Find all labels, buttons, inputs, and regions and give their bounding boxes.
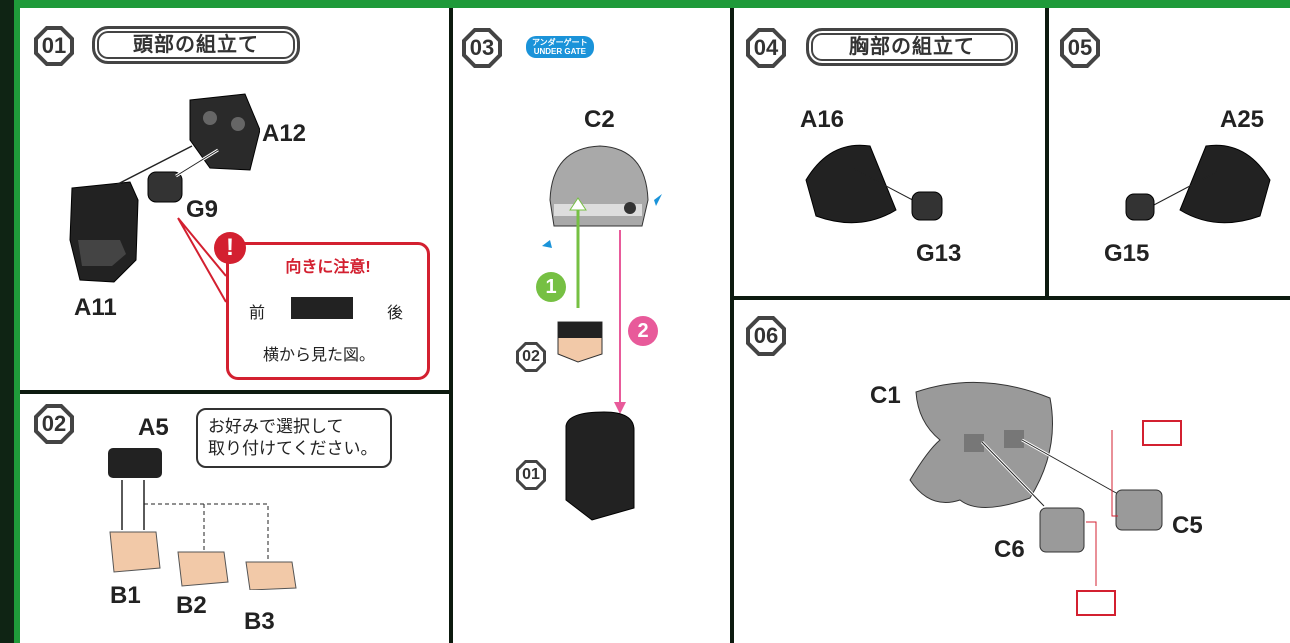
label-g13: G13 xyxy=(916,240,962,267)
label-c2: C2 xyxy=(584,106,615,133)
step01-title: 頭部の組立て xyxy=(92,26,300,64)
part-a5-shape xyxy=(108,448,162,478)
step-badge-06: 06 xyxy=(746,316,786,356)
part-c6-shape xyxy=(1039,507,1085,553)
part-g15-shape xyxy=(1125,193,1155,221)
note-pointer xyxy=(177,217,227,303)
part-b1-shape xyxy=(109,531,161,573)
label-a25: A25 xyxy=(1220,106,1265,133)
part-ref01-shape xyxy=(565,411,635,521)
label-b2: B2 xyxy=(176,592,207,619)
chest-armor-diagram xyxy=(909,381,1163,586)
note-title: 向きに注意! xyxy=(285,259,371,276)
note-front: 前 xyxy=(249,305,266,322)
step-badge-02: 02 xyxy=(34,404,74,444)
step-badge-05: 05 xyxy=(1060,28,1100,68)
orientation-note: 向きに注意! 前 後 横から見た図。 xyxy=(226,242,430,380)
step-badge-01: 01 xyxy=(34,26,74,66)
part-b3-shape xyxy=(245,561,297,590)
part-b2-shape xyxy=(177,551,229,587)
label-a16: A16 xyxy=(800,106,845,133)
head-parts-diagram xyxy=(69,93,260,283)
label-a11: A11 xyxy=(74,294,117,321)
ref-badge-02: 02 xyxy=(516,342,546,372)
bubble-line1: お好みで選択して xyxy=(208,417,344,436)
bubble-line2: 取り付けてください。 xyxy=(208,439,378,458)
visor-assembly-diagram xyxy=(542,145,662,521)
step04-title: 胸部の組立て xyxy=(806,28,1018,66)
part-a12-shape xyxy=(189,93,260,171)
step-marker-1: 1 xyxy=(536,272,566,302)
frame-left-stripe xyxy=(14,0,20,643)
label-g15: G15 xyxy=(1104,240,1150,267)
label-g9: G9 xyxy=(186,196,219,223)
note-back: 後 xyxy=(387,305,404,322)
step-badge-03: 03 xyxy=(462,28,502,68)
step-badge-04: 04 xyxy=(746,28,786,68)
label-b1: B1 xyxy=(110,582,141,609)
frame-top xyxy=(0,0,1290,8)
chest-left-diagram xyxy=(805,144,943,224)
note-caption: 横から見た図。 xyxy=(263,347,376,364)
label-c5: C5 xyxy=(1172,512,1203,539)
label-a5: A5 xyxy=(138,414,169,441)
choice-speech-bubble: お好みで選択して 取り付けてください。 xyxy=(196,408,392,468)
part-g9-shape xyxy=(147,171,183,203)
part-ref02-shape xyxy=(557,321,603,363)
label-c6: C6 xyxy=(994,536,1025,563)
part-a11-shape xyxy=(69,181,139,283)
part-c5-shape xyxy=(1115,489,1163,531)
label-a12: A12 xyxy=(262,120,307,147)
sticker-icon xyxy=(1142,420,1182,446)
step-marker-2: 2 xyxy=(628,316,658,346)
exclamation-icon: ! xyxy=(214,232,246,264)
chest-right-diagram xyxy=(1125,144,1271,224)
part-c2-shape xyxy=(549,145,649,227)
part-g13-shape xyxy=(911,191,943,221)
side-view-part xyxy=(291,297,353,319)
label-b3: B3 xyxy=(244,608,275,635)
mouth-parts-diagram xyxy=(108,448,297,590)
part-a25-shape xyxy=(1179,144,1271,224)
ref-badge-01: 01 xyxy=(516,460,546,490)
part-a16-shape xyxy=(805,144,897,224)
sticker-icon xyxy=(1076,590,1116,616)
label-c1: C1 xyxy=(870,382,901,409)
